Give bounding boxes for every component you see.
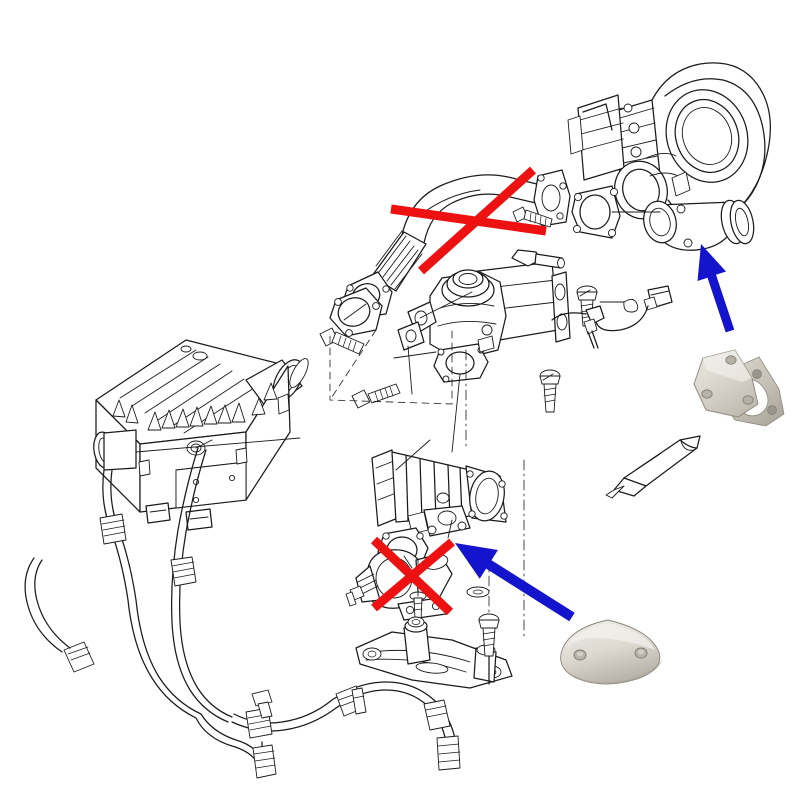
- part-turbo-blanking-plate-with-gasket: [693, 349, 785, 427]
- part-egr-temperature-sensor-harness: [551, 285, 673, 349]
- marker-intake-blanking-arrow: [455, 543, 575, 622]
- part-egr-cooler-valve-assembly: [397, 249, 571, 383]
- part-crossover-pipe-bolt: [512, 206, 553, 228]
- part-vacuum-hose-loom: [24, 447, 461, 779]
- part-intake-manifold-assembly: [371, 449, 508, 537]
- hose-retaining-clip: [351, 687, 367, 715]
- marker-turbo-blanking-arrow: [697, 244, 735, 333]
- part-intake-support-bracket: [355, 616, 513, 689]
- part-egr-pipe-flange-gasket: [329, 287, 383, 337]
- hose-tee-connector: [251, 689, 273, 719]
- part-turbo-outlet-gasket: [571, 185, 621, 239]
- part-bracket-bolt: [478, 613, 500, 685]
- part-gasket-sealant-tube: [605, 435, 701, 499]
- part-egr-mount-stud: [351, 383, 401, 409]
- cross-stroke-a: [390, 204, 547, 236]
- cross-stroke-b: [371, 538, 455, 612]
- part-egr-gasket-stud: [319, 327, 365, 355]
- cross-stroke-b: [417, 166, 537, 275]
- part-egr-bolt-lower: [539, 369, 561, 413]
- marker-egr-valve-pipe-cross-out: [370, 536, 455, 616]
- part-intake-blanking-plate: [560, 619, 662, 685]
- part-turbocharger-assembly: [567, 62, 771, 251]
- marker-egr-pipe-cross-out: [390, 166, 547, 275]
- part-air-filter-housing: [93, 339, 309, 531]
- leader-callout-hook: [599, 299, 639, 313]
